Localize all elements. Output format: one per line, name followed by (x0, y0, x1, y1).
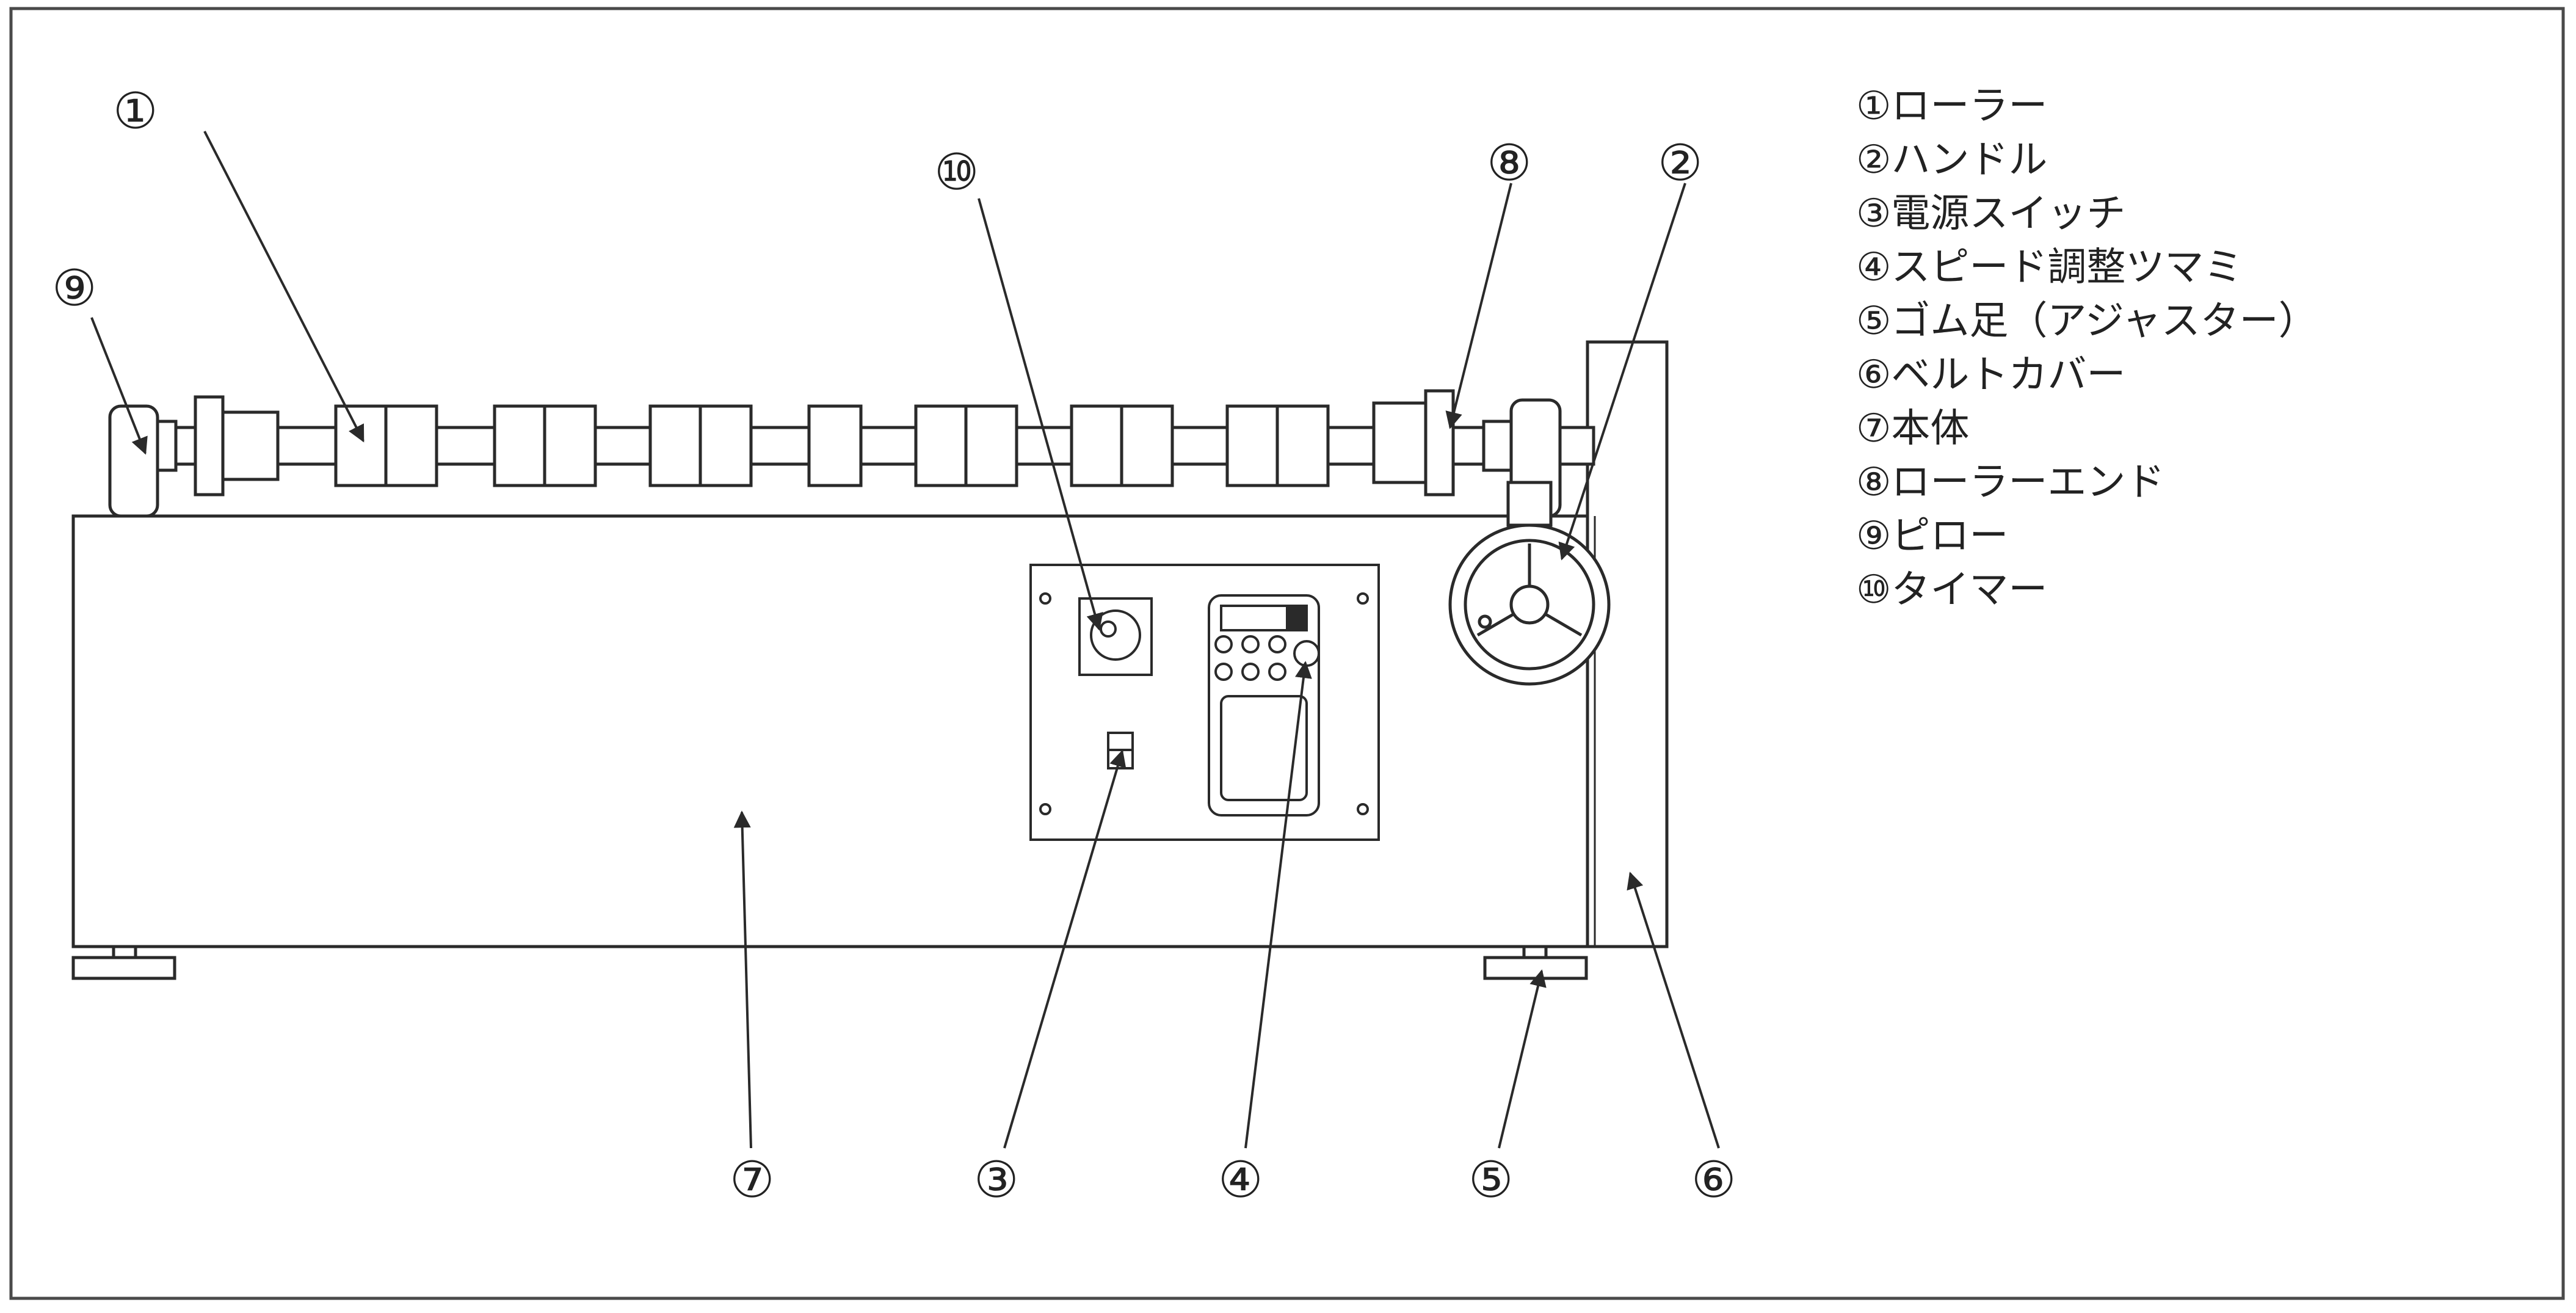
leader-lines (90, 131, 1720, 1149)
leader-5 (1498, 969, 1547, 1149)
legend-item-2: ②ハンドル (1856, 137, 2047, 183)
legend-item-4: ④スピード調整ツマミ (1856, 245, 2243, 290)
leader-7 (733, 810, 752, 1149)
legend-item-9: ⑨ピロー (1856, 514, 2008, 559)
roller-4 (807, 404, 863, 487)
control-panel (1029, 564, 1380, 841)
legend-item-10: ⑩タイマー (1856, 567, 2047, 613)
speed-controller (1208, 594, 1320, 817)
callout-5: ⑤ (1468, 1151, 1514, 1209)
handle-wheel (1448, 481, 1611, 686)
callout-6: ⑥ (1691, 1151, 1736, 1209)
legend-item-6: ⑥ベルトカバー (1856, 352, 2125, 398)
legend-item-3: ③電源スイッチ (1856, 191, 2125, 236)
leader-10 (978, 198, 1103, 631)
legend-item-8: ⑧ローラーエンド (1856, 460, 2164, 505)
leader-2 (1558, 183, 1686, 561)
roller-end (1424, 389, 1455, 496)
callout-8: ⑧ (1487, 134, 1532, 192)
callout-1: ① (113, 82, 158, 140)
legend-item-5: ⑤ゴム足（アジャスター） (1856, 299, 2318, 344)
callout-7: ⑦ (730, 1151, 775, 1209)
leader-4 (1244, 661, 1312, 1149)
leader-8 (1445, 183, 1512, 429)
leader-9 (90, 317, 148, 455)
legend: ①ローラー ②ハンドル ③電源スイッチ ④スピード調整ツマミ ⑤ゴム足（アジャス… (1856, 84, 2318, 613)
legend-item-7: ⑦本体 (1856, 406, 1969, 451)
leader-6 (1627, 871, 1720, 1149)
callout-10: ⑩ (934, 144, 979, 202)
outer-frame (9, 7, 2565, 1300)
leader-3 (1003, 749, 1127, 1149)
foot-right (1483, 956, 1588, 980)
callout-9: ⑨ (52, 260, 97, 318)
foot-left (71, 956, 176, 980)
speed-knob (1293, 640, 1320, 667)
callout-2: ② (1658, 134, 1703, 192)
leader-1 (203, 131, 365, 443)
callout-4: ④ (1218, 1151, 1263, 1209)
roller-assembly (108, 389, 1595, 518)
callout-numbers: ① ② ③ ④ ⑤ ⑥ ⑦ ⑧ ⑨ ⑩ (52, 82, 1736, 1209)
legend-item-1: ①ローラー (1856, 84, 2047, 129)
callout-3: ③ (974, 1151, 1019, 1209)
